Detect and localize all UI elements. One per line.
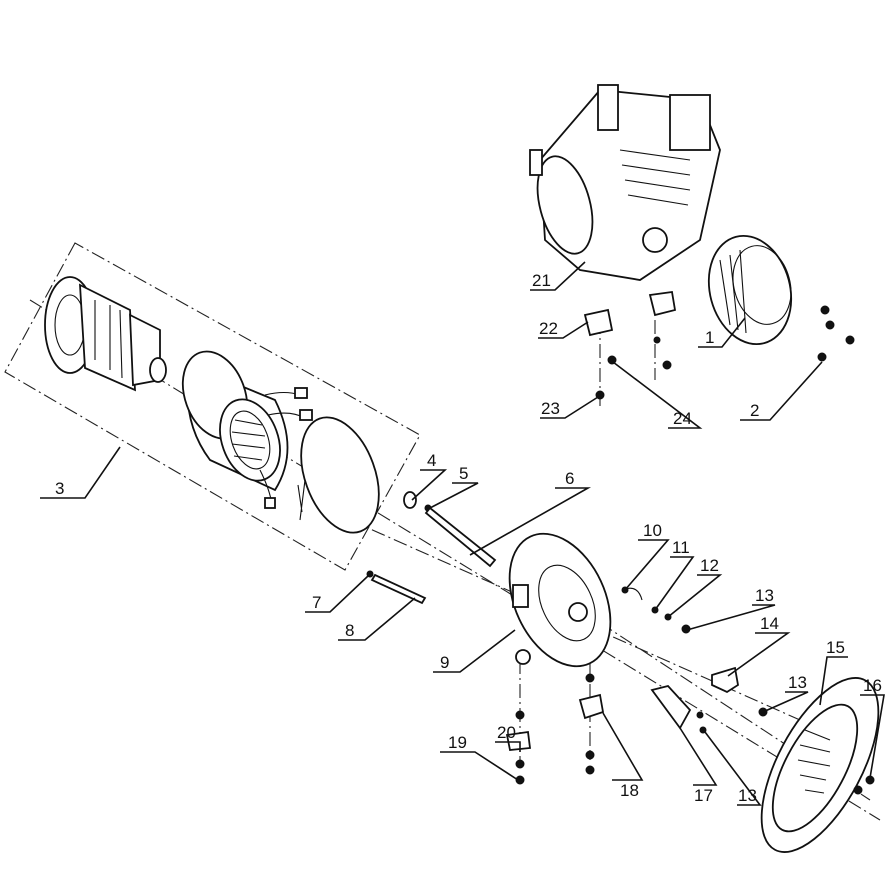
callout-6: 6	[565, 469, 574, 488]
rotor-fan	[44, 276, 167, 392]
callout-18: 18	[620, 781, 639, 800]
rotor-stator-assembly-box	[4, 242, 421, 571]
callout-1: 1	[705, 328, 714, 347]
callout-19: 19	[448, 733, 467, 752]
callout-16: 16	[863, 676, 882, 695]
callout-14: 14	[760, 614, 779, 633]
callout-13c: 13	[738, 786, 757, 805]
callout-numbers: 1 2 3 4 5 6 7 8 9 10 11 12 13 14 13 15 1…	[55, 271, 882, 805]
callout-8: 8	[345, 621, 354, 640]
callout-5: 5	[459, 464, 468, 483]
callout-22: 22	[539, 319, 558, 338]
callout-13b: 13	[788, 673, 807, 692]
through-bolt-parts	[366, 491, 497, 605]
callout-21: 21	[532, 271, 551, 290]
callout-17: 17	[694, 786, 713, 805]
fan-shroud	[707, 234, 855, 362]
callout-13a: 13	[755, 586, 774, 605]
callout-10: 10	[643, 521, 662, 540]
end-cover	[760, 677, 880, 853]
callout-24: 24	[673, 409, 692, 428]
callout-9: 9	[440, 653, 449, 672]
brackets-and-bolts	[505, 673, 707, 785]
stator	[181, 350, 313, 509]
callout-23: 23	[541, 399, 560, 418]
engine-mounts	[583, 290, 677, 400]
callout-11: 11	[672, 538, 690, 557]
callout-15: 15	[826, 638, 845, 657]
callout-3: 3	[55, 479, 64, 498]
callouts	[40, 261, 885, 806]
engine	[529, 84, 721, 281]
callout-20: 20	[497, 723, 516, 742]
callout-7: 7	[312, 593, 321, 612]
callout-4: 4	[427, 451, 436, 470]
callout-12: 12	[700, 556, 719, 575]
callout-2: 2	[750, 401, 759, 420]
end-bracket	[508, 532, 612, 668]
stator-band	[297, 416, 380, 534]
